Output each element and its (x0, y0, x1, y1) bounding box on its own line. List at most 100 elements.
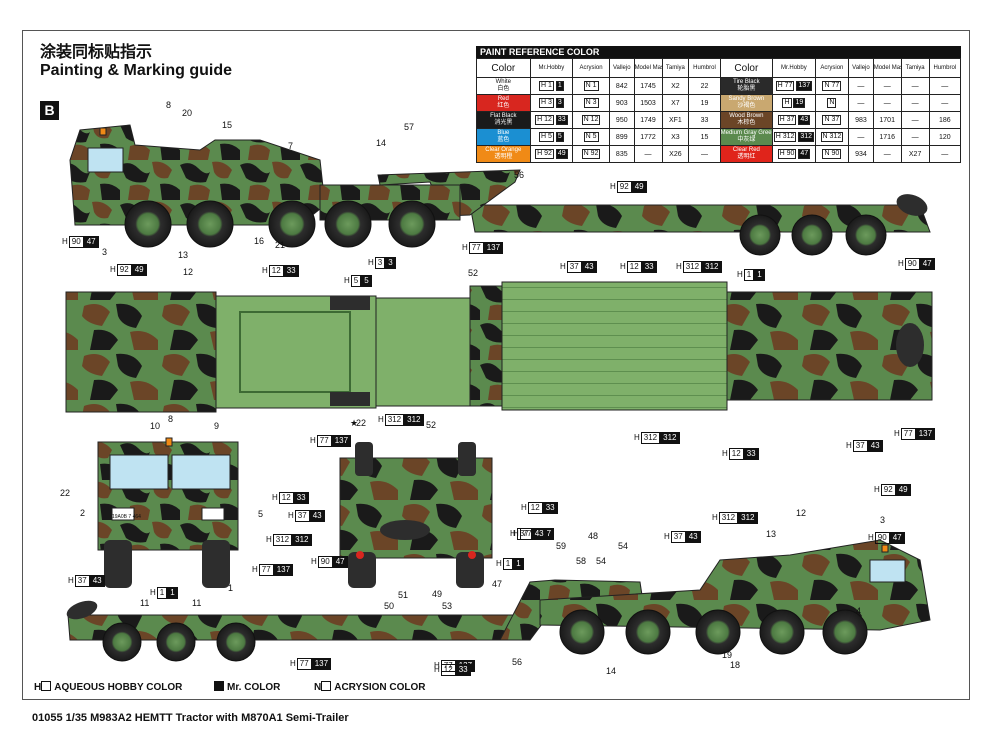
ref-cell: 835 (608, 145, 635, 163)
part-number: 12 (796, 508, 807, 518)
part-number: 48 (588, 531, 599, 541)
part-number: 18 (730, 660, 741, 670)
title-chinese: 涂装同标贴指示 (40, 42, 153, 61)
ref-cell: 19 (688, 94, 721, 112)
mr-hobby-cell: H 37 43 (772, 111, 816, 129)
part-number: 15 (222, 120, 233, 130)
ref-cell: 1749 (633, 111, 663, 129)
part-number: 56 (514, 170, 525, 180)
part-number: 11 (192, 598, 202, 608)
part-number: 12 (183, 267, 194, 277)
part-number: 7 (288, 141, 294, 151)
star-marker: ★ (350, 418, 359, 428)
mr-hobby-cell: H 12 33 (529, 111, 574, 129)
part-number: 59 (556, 541, 567, 551)
ref-cell: — (688, 145, 721, 163)
acrysion-cell: N 5 (572, 128, 610, 146)
mr-hobby-cell: H 77 137 (772, 77, 816, 95)
top-down-view (65, 281, 933, 413)
part-number: 58 (576, 556, 587, 566)
part-number: 8 (166, 100, 172, 110)
front-view (97, 437, 239, 588)
part-number: 54 (596, 556, 607, 566)
drawing-frame (22, 30, 970, 700)
acrysion-cell: N 90 (814, 145, 850, 163)
ref-cell: — (928, 145, 962, 163)
part-number: 8 (168, 414, 174, 424)
part-number: 3 (880, 515, 886, 525)
part-number: 53 (442, 601, 453, 611)
part-number: 50 (384, 601, 395, 611)
part-number: 16 (254, 236, 265, 246)
part-number: 52 (468, 268, 479, 278)
part-number: 56 (512, 657, 523, 667)
part-number: 20 (182, 108, 193, 118)
part-number: 47 (492, 579, 503, 589)
part-number: 51 (398, 590, 409, 600)
acrysion-cell: N 312 (814, 128, 850, 146)
section-label: B (40, 101, 59, 120)
acrysion-key-icon (321, 681, 332, 691)
rear-view (339, 442, 493, 588)
legend-mr-color: Mr. COLOR (214, 681, 280, 693)
acrysion-cell: N 12 (572, 111, 610, 129)
part-number: 52 (426, 420, 437, 430)
side-view-bottom-wheels (102, 609, 868, 662)
part-number: 19 (722, 650, 733, 660)
part-number: 10 (150, 421, 161, 431)
part-number: 49 (432, 589, 443, 599)
ref-cell: — (633, 145, 663, 163)
part-number: 14 (376, 138, 387, 148)
aqueous-key-icon (41, 681, 52, 691)
part-number: 4 (856, 606, 862, 616)
part-number: 2 (80, 508, 86, 518)
part-number: 5 (258, 509, 264, 519)
part-number: 1 (228, 583, 234, 593)
part-number: 21 (275, 240, 286, 250)
title-english: Painting & Marking guide (40, 62, 233, 79)
acrysion-cell: N 92 (572, 145, 610, 163)
side-view-top-wheels (124, 200, 887, 256)
part-number: 14 (606, 666, 617, 676)
part-number: 9 (214, 421, 220, 431)
part-number: 3 (102, 247, 108, 257)
part-number: 22 (356, 418, 367, 428)
part-number: 57 (404, 122, 415, 132)
